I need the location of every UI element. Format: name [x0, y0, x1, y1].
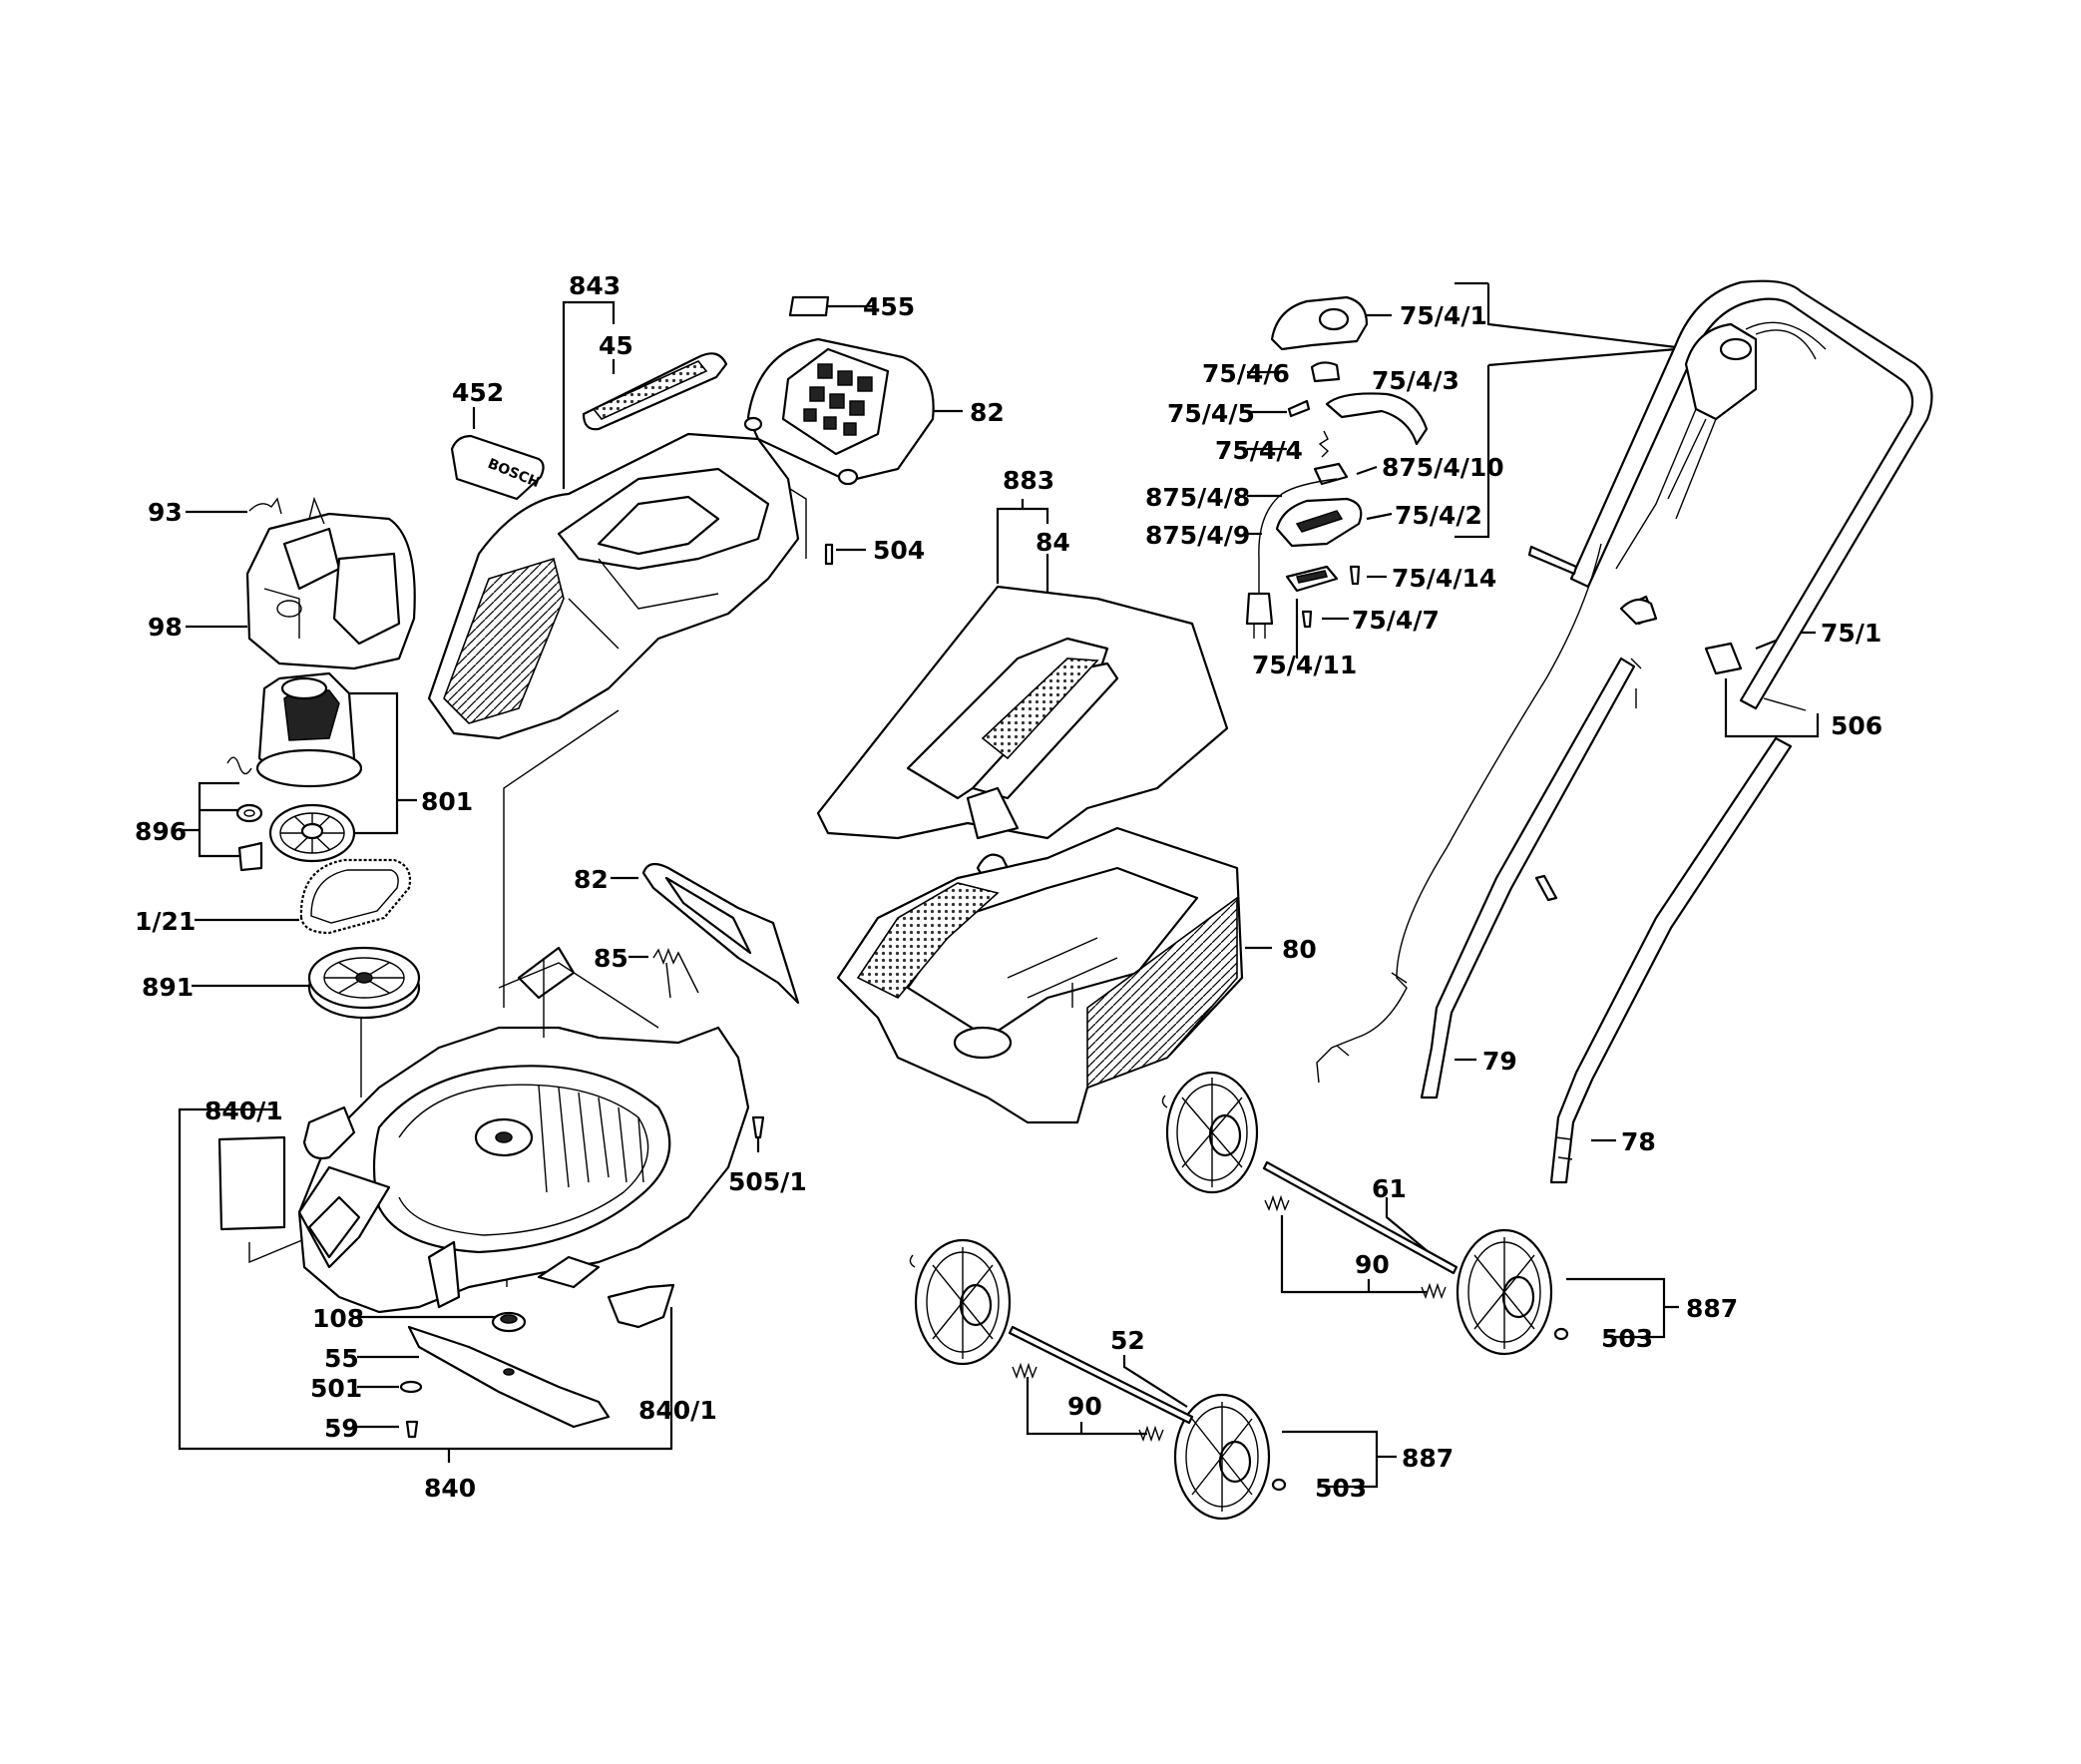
rear-flap-part	[641, 862, 800, 1005]
switch-housing-part	[1270, 295, 1369, 351]
label-59: 59	[324, 1414, 359, 1443]
label-891: 891	[142, 973, 194, 1002]
label-501: 501	[310, 1374, 362, 1403]
spring-front-part	[1012, 1362, 1164, 1443]
bosch-badge-part: BOSCH	[450, 434, 545, 501]
torsion-spring-part	[652, 948, 699, 999]
carry-handle-part	[582, 352, 728, 431]
screw-505-1-part	[751, 1115, 765, 1139]
cable-clip-part	[1310, 361, 1341, 383]
label-75-4-2: 75/4/2	[1395, 501, 1482, 530]
lower-handle-78-part	[1534, 736, 1793, 1184]
label-55: 55	[324, 1344, 359, 1373]
wheel-front-right-part	[1173, 1393, 1287, 1521]
label-75-1: 75/1	[1821, 619, 1881, 648]
label-503-front: 503	[1315, 1474, 1367, 1503]
power-cable-part	[1245, 478, 1338, 639]
label-82-middle: 82	[574, 865, 609, 894]
label-455: 455	[863, 292, 915, 321]
label-875-4-8: 875/4/8	[1145, 483, 1250, 512]
motor-housing-part	[245, 496, 416, 670]
label-52: 52	[1110, 1326, 1145, 1355]
label-75-4-4: 75/4/4	[1215, 436, 1303, 465]
label-504: 504	[873, 536, 925, 565]
label-85: 85	[594, 944, 628, 973]
label-840-1-bottom: 840/1	[638, 1396, 717, 1425]
label-75-4-7: 75/4/7	[1352, 606, 1440, 635]
motor-hood-part	[427, 432, 800, 740]
label-82-top: 82	[970, 398, 1005, 427]
lower-handle-79-part	[1316, 543, 1642, 1100]
part-illustrations: BOSCH	[217, 279, 1933, 1521]
motor-part	[255, 671, 363, 788]
pin-part	[1287, 399, 1311, 418]
screw-75-4-7-part	[1301, 610, 1313, 629]
label-875-4-10: 875/4/10	[1382, 453, 1504, 482]
axle-rear-part	[1262, 1160, 1458, 1275]
label-452: 452	[452, 378, 504, 407]
label-90-rear: 90	[1355, 1250, 1390, 1279]
label-75-4-5: 75/4/5	[1167, 399, 1255, 428]
sticker-part	[788, 295, 830, 317]
label-506: 506	[1831, 711, 1882, 740]
label-75-4-6: 75/4/6	[1202, 359, 1290, 388]
cooling-fan-part	[268, 803, 356, 863]
label-887-rear: 887	[1686, 1294, 1738, 1323]
label-503-rear: 503	[1601, 1324, 1653, 1353]
label-875-4-9: 875/4/9	[1145, 521, 1250, 550]
screw-504-part	[824, 543, 834, 566]
label-843: 843	[569, 271, 621, 300]
blade-holder-part	[491, 1311, 527, 1333]
mulch-plug-2-part	[607, 1283, 675, 1329]
label-75-4-14: 75/4/14	[1392, 564, 1496, 593]
label-80: 80	[1282, 935, 1317, 964]
label-75-4-3: 75/4/3	[1372, 366, 1459, 395]
label-98: 98	[148, 613, 183, 642]
switch-part	[1313, 462, 1349, 486]
label-887-front: 887	[1402, 1444, 1454, 1473]
pulley-part	[307, 946, 421, 1020]
label-45: 45	[599, 331, 633, 360]
cable-holder-part	[1285, 565, 1339, 593]
label-90-front: 90	[1067, 1392, 1102, 1421]
label-1-21: 1/21	[135, 907, 196, 936]
label-78: 78	[1621, 1127, 1656, 1156]
axle-front-part	[1008, 1325, 1194, 1425]
wheel-rear-right-part	[1456, 1228, 1569, 1356]
spring-rear-part	[1264, 1194, 1447, 1300]
label-801: 801	[421, 787, 473, 816]
label-61: 61	[1372, 1174, 1407, 1203]
switch-lever-part	[1325, 392, 1429, 446]
label-883: 883	[1003, 466, 1054, 495]
part-labels: 843 45 452 455 82 504 93 98 801 896 1/21…	[135, 271, 1882, 1503]
clip-part	[248, 497, 282, 515]
label-505-1: 505/1	[728, 1167, 807, 1196]
label-840-1-top: 840/1	[205, 1097, 283, 1125]
grass-box-part	[836, 826, 1244, 1124]
washer-part	[399, 1380, 423, 1394]
blade-part	[407, 1325, 611, 1429]
brush-set-part	[226, 756, 263, 872]
label-75-4-11: 75/4/11	[1252, 651, 1357, 679]
upper-handle-part	[1527, 279, 1933, 711]
wheel-front-left-part	[914, 1238, 1012, 1366]
control-cover-part	[743, 337, 935, 486]
wheel-rear-left-part	[1165, 1071, 1259, 1194]
label-79: 79	[1482, 1047, 1517, 1076]
label-75-4-1: 75/4/1	[1400, 301, 1487, 330]
grass-box-lid-part	[816, 585, 1229, 895]
label-84: 84	[1036, 528, 1070, 557]
label-840: 840	[424, 1474, 476, 1503]
drive-belt-part	[299, 858, 412, 935]
small-spring-part	[1318, 430, 1330, 458]
screw-75-4-14-part	[1349, 565, 1361, 586]
bolt-part	[405, 1420, 419, 1439]
mower-deck-part	[297, 946, 750, 1314]
label-108: 108	[312, 1304, 364, 1333]
lower-housing-part	[1275, 497, 1363, 548]
label-896: 896	[135, 817, 187, 846]
label-93: 93	[148, 498, 183, 527]
mulch-plug-part	[217, 1105, 356, 1231]
